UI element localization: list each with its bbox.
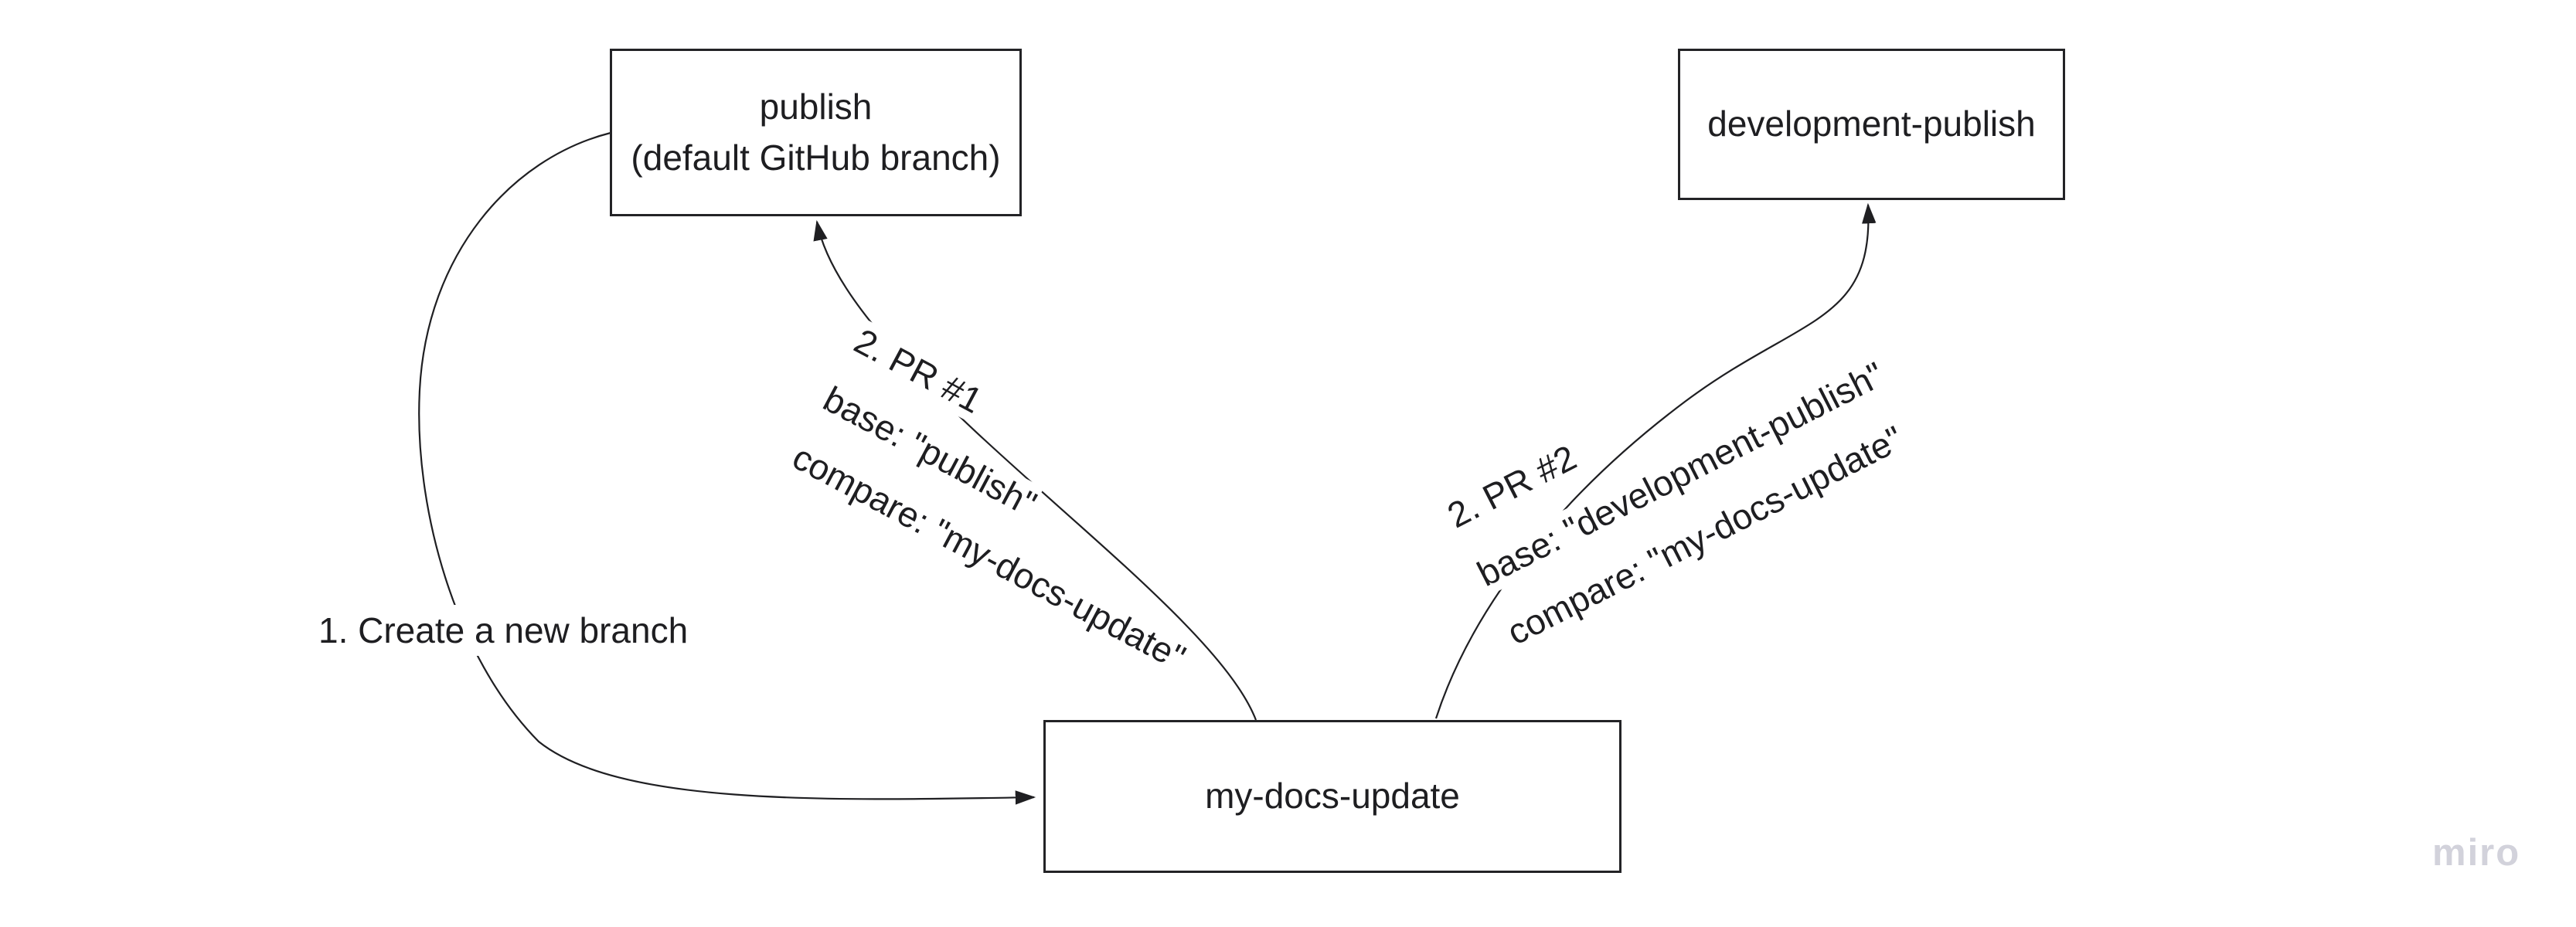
node-my-docs-update-title: my-docs-update	[1205, 776, 1460, 817]
node-development-publish-title: development-publish	[1707, 104, 2036, 144]
node-publish-title: publish	[759, 87, 873, 127]
create-branch-label-text: 1. Create a new branch	[318, 610, 689, 650]
node-my-docs-update[interactable]: my-docs-update	[1043, 720, 1621, 873]
connector-pr2[interactable]	[1434, 202, 1877, 719]
node-publish[interactable]: publish (default GitHub branch)	[610, 49, 1022, 216]
connector-label-create-branch[interactable]: 1. Create a new branch	[308, 605, 699, 656]
node-development-publish[interactable]: development-publish	[1678, 49, 2065, 200]
node-publish-subtitle: (default GitHub branch)	[631, 137, 1001, 178]
miro-watermark-logo: miro	[2432, 832, 2521, 874]
